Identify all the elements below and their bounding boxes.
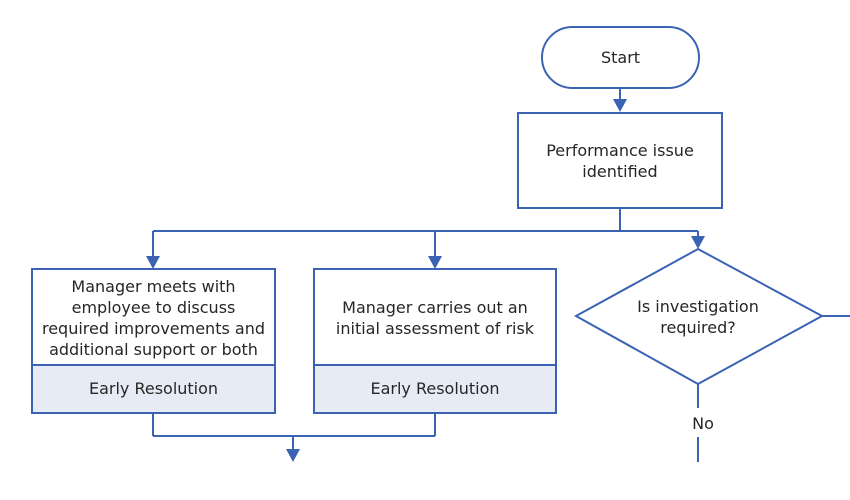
manager-assessment-box: Manager carries out an initial assessmen… [313,268,557,414]
investigation-decision-line-1: Is investigation [637,297,759,316]
arrowhead-to-decision [691,236,705,249]
connectors [146,88,850,462]
arrowhead-start-to-performance [613,99,627,112]
no-branch-label: No [692,414,714,433]
investigation-decision: Is investigation required? [573,247,825,386]
early-resolution-label-1: Early Resolution [89,379,218,398]
manager-meets-line-2: employee to discuss [72,298,236,317]
arrowhead-to-meet [146,256,160,269]
arrowhead-to-assess [428,256,442,269]
performance-issue-line-1: Performance issue [546,141,694,160]
investigation-decision-line-2: required? [660,318,736,337]
manager-assessment-line-1: Manager carries out an [342,298,528,317]
start-node: Start [541,26,700,89]
manager-meets-line-1: Manager meets with [71,277,235,296]
manager-meets-box: Manager meets with employee to discuss r… [31,268,276,414]
manager-meets-line-3: required improvements and [42,319,265,338]
manager-assessment-line-2: initial assessment of risk [336,319,535,338]
early-resolution-label-2: Early Resolution [370,379,499,398]
manager-meets-line-4: additional support or both [49,340,258,359]
arrowhead-merge-down [286,449,300,462]
performance-issue-line-2: identified [582,162,657,181]
performance-issue-box: Performance issue identified [517,112,723,209]
start-label: Start [601,48,640,67]
